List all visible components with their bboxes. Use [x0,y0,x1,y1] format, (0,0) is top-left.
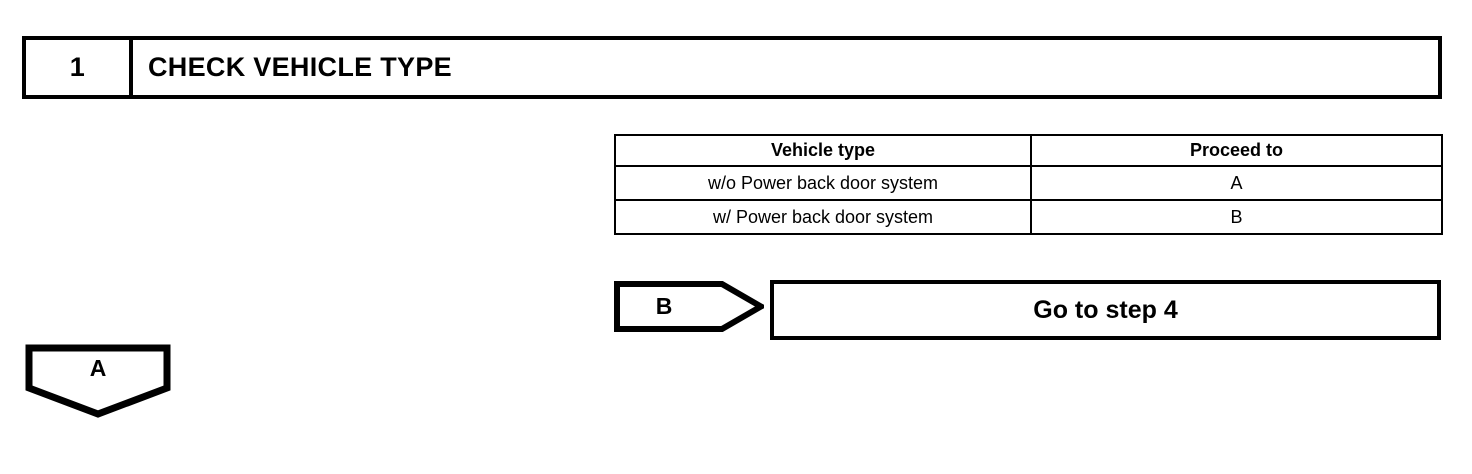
table-row: w/o Power back door system A [614,165,1443,201]
cell-vehicle-type: w/ Power back door system [614,199,1032,235]
step-number: 1 [26,40,133,95]
column-header-proceed-to: Proceed to [1030,134,1443,167]
step-header-bar: 1 CHECK VEHICLE TYPE [22,36,1442,99]
vehicle-type-decision-table: Vehicle type Proceed to w/o Power back d… [614,134,1443,235]
column-header-vehicle-type: Vehicle type [614,134,1032,167]
right-arrow-pentagon-icon [614,281,764,332]
go-to-step-box: Go to step 4 [770,280,1441,340]
step-title: CHECK VEHICLE TYPE [148,52,452,82]
cell-vehicle-type: w/o Power back door system [614,165,1032,201]
table-header-row: Vehicle type Proceed to [614,134,1443,167]
down-arrow-pentagon-icon [25,344,171,418]
connector-arrow-a: A [25,344,171,418]
connector-arrow-b: B [614,281,764,332]
cell-proceed-to: B [1030,199,1443,235]
table-row: w/ Power back door system B [614,199,1443,235]
cell-proceed-to: A [1030,165,1443,201]
connector-label-a: A [89,354,107,381]
connector-label-b: B [655,293,673,319]
